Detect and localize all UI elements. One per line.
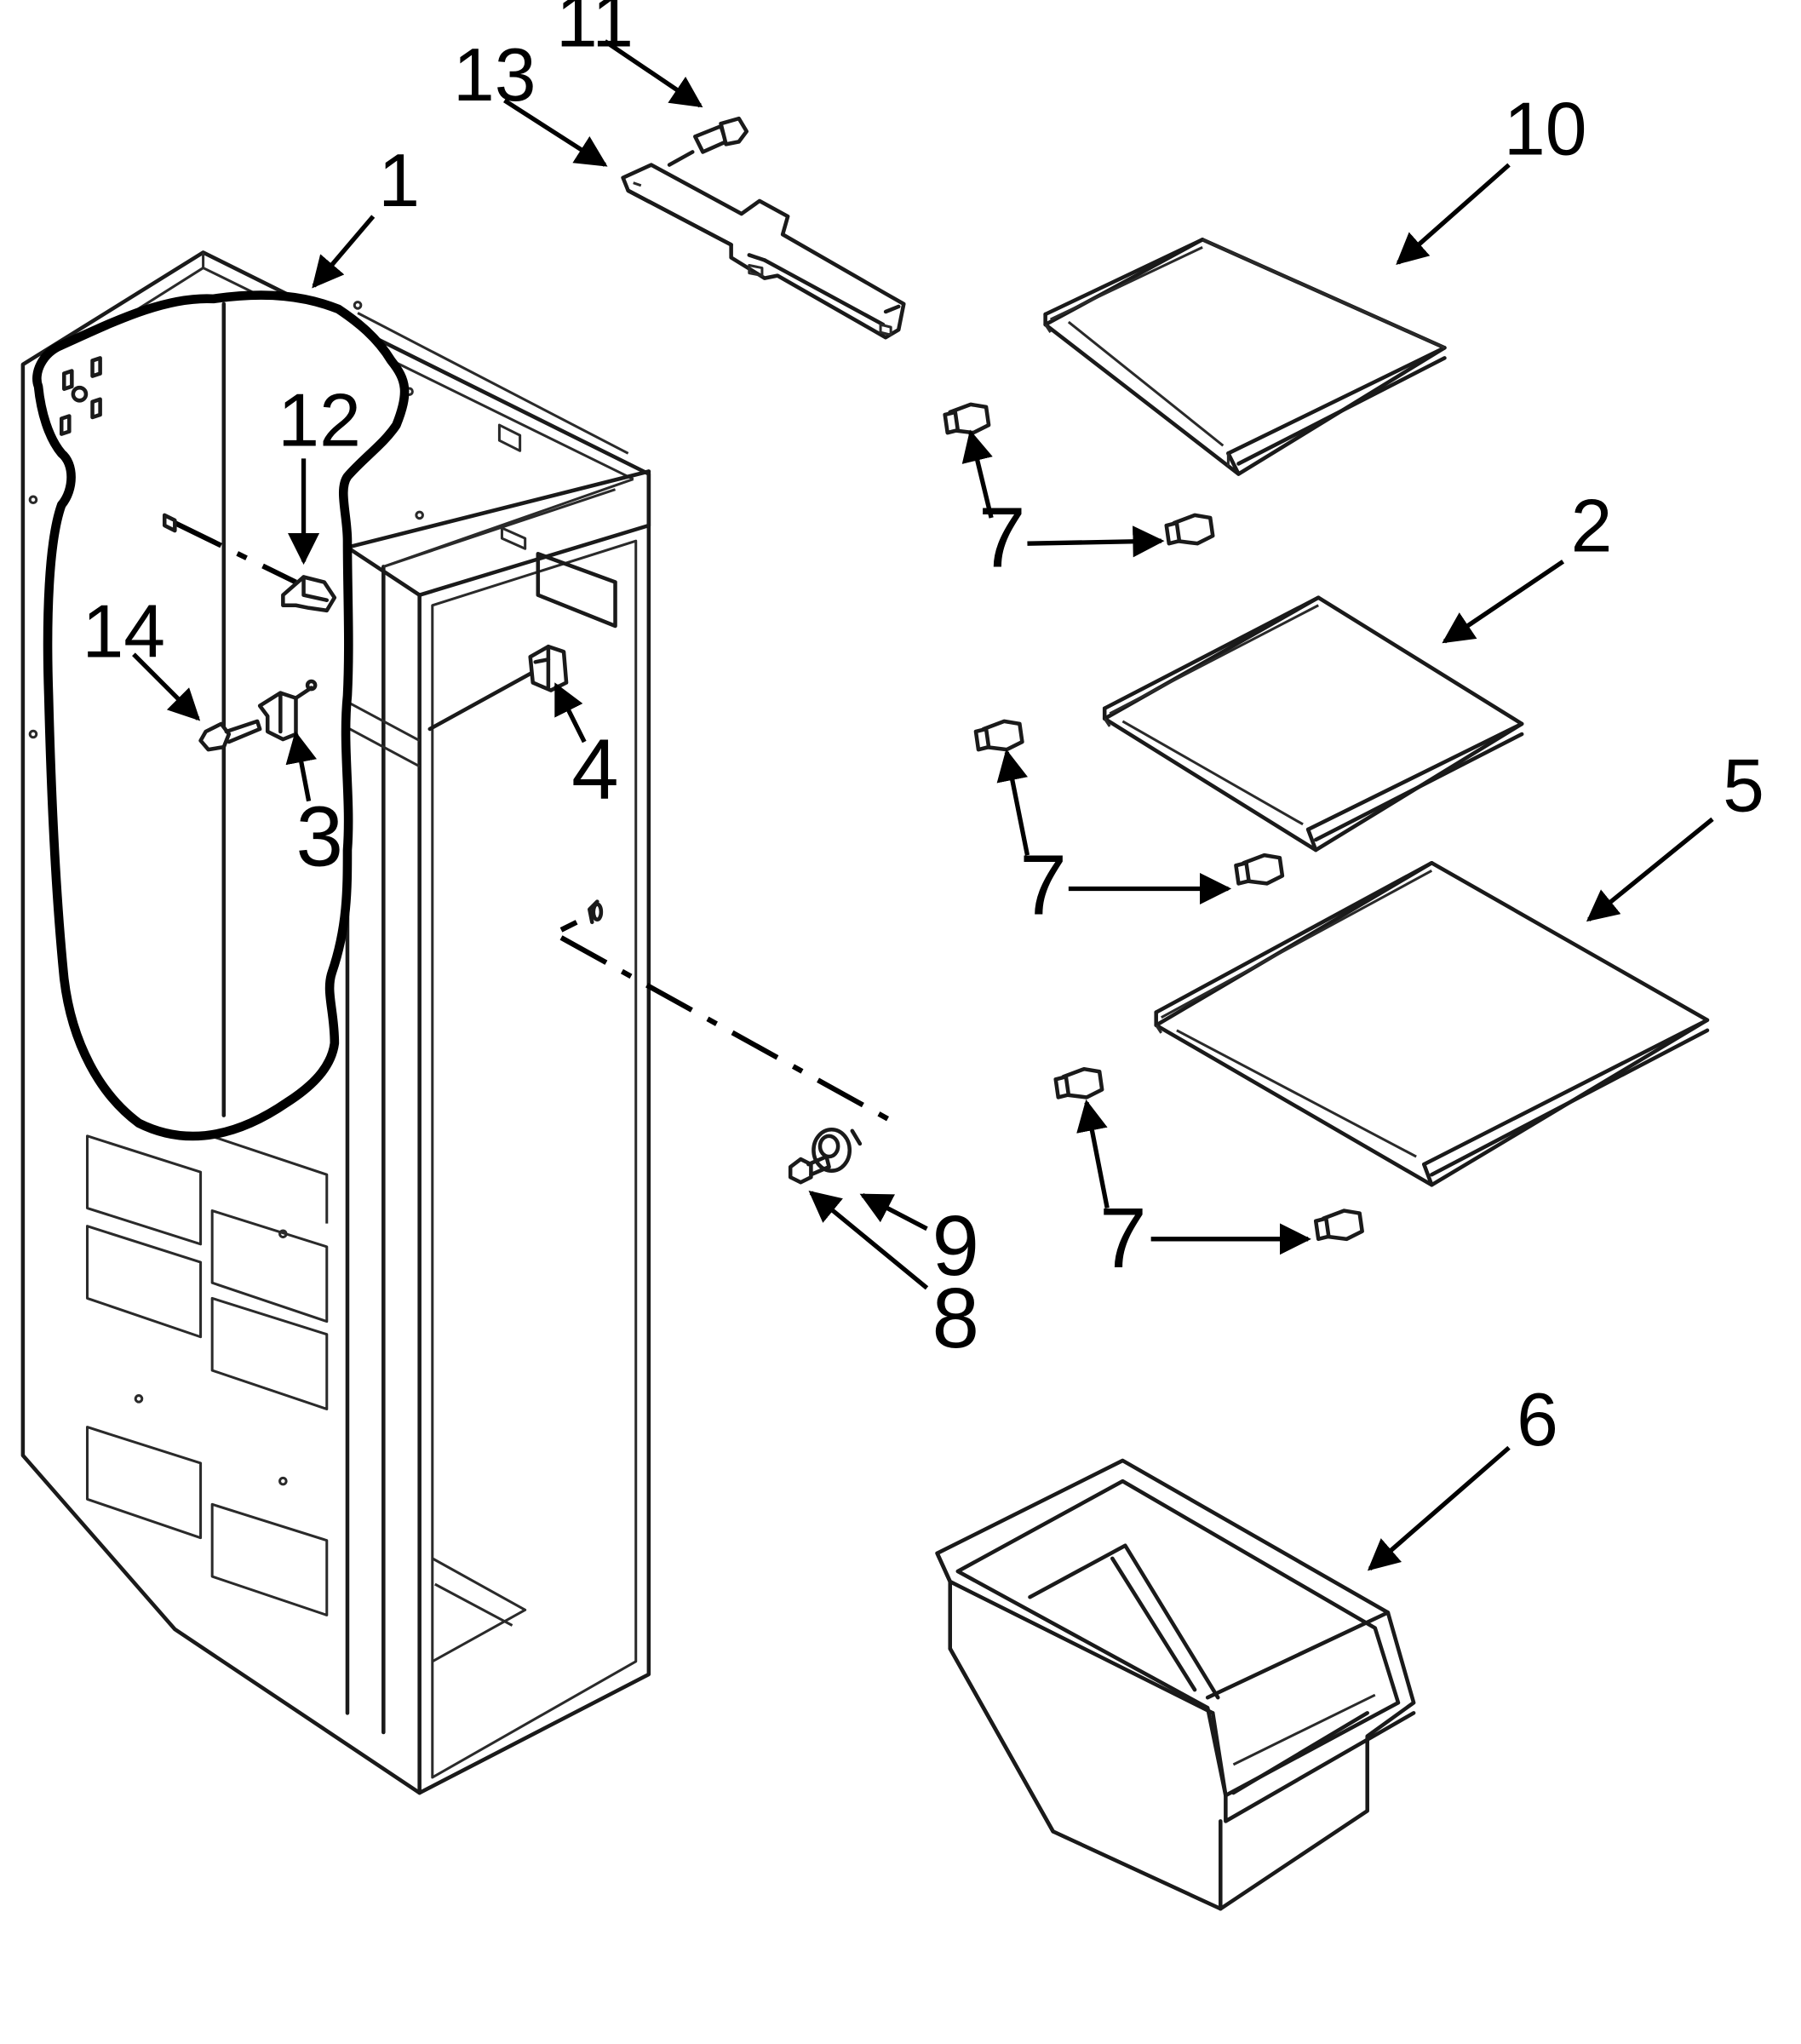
callout-7-upper: 7 [978,491,1026,585]
leader-lines [132,39,1714,1571]
screw-left [198,719,262,752]
callout-13: 13 [453,33,536,117]
callout-10: 10 [1504,87,1587,170]
callout-6: 6 [1517,1378,1558,1461]
callout-1: 1 [378,139,420,222]
shelf-middle [1102,595,1524,853]
screw-top [667,116,749,167]
callout-7-lower: 7 [1099,1191,1147,1286]
callouts: 11 13 1 12 14 3 4 10 7 2 7 5 7 9 8 6 [82,0,1764,1461]
callout-8: 8 [932,1272,980,1366]
switch [427,644,569,732]
callout-9: 9 [932,1199,980,1294]
callout-11: 11 [556,0,634,62]
callout-4: 4 [571,723,619,818]
shelf-upper [1043,238,1447,476]
top-bracket [621,163,906,340]
cabinet-liner [20,250,651,1795]
shelf-lower [1154,860,1710,1187]
callout-7-middle: 7 [1019,839,1067,933]
screw-and-washer [559,899,892,1185]
clip [162,513,337,613]
callout-3: 3 [295,789,343,884]
callout-5: 5 [1723,744,1764,828]
callout-12: 12 [278,378,361,462]
callout-2: 2 [1571,484,1613,567]
callout-14: 14 [82,589,165,673]
shelf-support [943,402,1364,1242]
bin [935,1458,1416,1911]
